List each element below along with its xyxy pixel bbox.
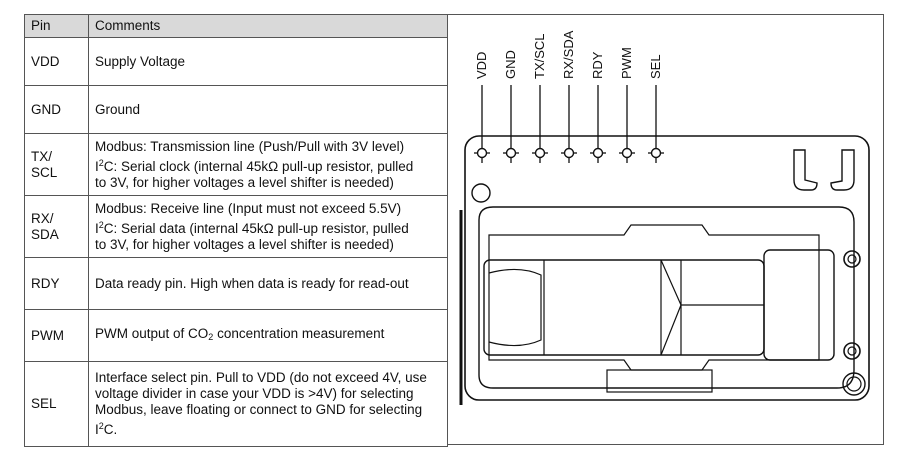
comment-text: C: Serial data (internal 45kΩ pull-up re… — [103, 220, 409, 236]
i2c-i: I — [95, 158, 99, 174]
pin-pad — [592, 147, 604, 159]
pin-label-tx-scl: TX/SCL — [532, 33, 547, 79]
pin-name-line: TX/ — [31, 148, 53, 164]
comment-text: C: Serial clock (internal 45kΩ pull-up r… — [103, 158, 414, 174]
comment-line-i2c: I2C. — [95, 418, 441, 438]
pin-labels: VDD GND TX/SCL RX/SDA RDY PWM SEL — [474, 30, 663, 79]
comment-line: voltage divider in case your VDD is >4V)… — [95, 386, 414, 401]
pin-comment: PWM output of CO2 concentration measurem… — [88, 309, 448, 362]
pin-comment: Modbus: Transmission line (Push/Pull wit… — [88, 133, 448, 196]
pin-name: RDY — [24, 257, 89, 310]
screw-top-inner — [847, 254, 857, 264]
optical-housing-outer — [478, 206, 855, 389]
pin-pad — [621, 147, 633, 159]
diagram-frame — [448, 14, 884, 445]
i2c-sup: 2 — [98, 421, 104, 431]
mounting-hole-top-left — [471, 183, 491, 203]
pin-label-rdy: RDY — [590, 51, 605, 79]
comment-line: to 3V, for higher voltages a level shift… — [95, 174, 394, 190]
pin-name: SEL — [24, 361, 89, 447]
comment-line: Modbus: Receive line (Input must not exc… — [95, 200, 402, 216]
pin-comment: Data ready pin. High when data is ready … — [88, 257, 448, 310]
optical-tube — [483, 259, 765, 356]
optical-housing-inner — [488, 224, 820, 371]
pin-comment: Ground — [88, 85, 448, 134]
pin-pad — [534, 147, 546, 159]
header-pin: Pin — [24, 14, 89, 38]
slot-left — [793, 149, 818, 191]
comment-line: Interface select pin. Pull to VDD (do no… — [95, 370, 427, 385]
pin-pad — [476, 147, 488, 159]
pin-name-line: RX/ — [31, 210, 54, 226]
pin-comment: Modbus: Receive line (Input must not exc… — [88, 195, 448, 258]
comment-line: to 3V, for higher voltages a level shift… — [95, 236, 394, 252]
table-row-tx-scl: TX/ SCL Modbus: Transmission line (Push/… — [24, 133, 448, 196]
pin-pad — [650, 147, 662, 159]
table-header-row: Pin Comments — [24, 14, 448, 38]
pin-name: PWM — [24, 309, 89, 362]
comment-text: PWM output of CO — [95, 326, 209, 341]
pcb-outline — [464, 135, 870, 401]
comment-line: Modbus, leave floating or connect to GND… — [95, 402, 423, 417]
pin-pad — [563, 147, 575, 159]
pin-label-vdd: VDD — [474, 52, 489, 79]
i2c-i: I — [95, 422, 99, 437]
table-row-gnd: GND Ground — [24, 85, 448, 134]
screw-bottom — [843, 342, 861, 360]
i2c-sup: 2 — [98, 157, 104, 168]
table-row-rx-sda: RX/ SDA Modbus: Receive line (Input must… — [24, 195, 448, 258]
table-row-rdy: RDY Data ready pin. High when data is re… — [24, 257, 448, 310]
pin-name: RX/ SDA — [24, 195, 89, 258]
co2-subscript: 2 — [208, 332, 214, 342]
screw-top — [843, 250, 861, 268]
slot-right — [830, 149, 855, 191]
comment-line: Modbus: Transmission line (Push/Pull wit… — [95, 138, 405, 154]
pin-comment: Supply Voltage — [88, 37, 448, 86]
i2c-i: I — [95, 220, 99, 236]
pin-label-pwm: PWM — [619, 47, 634, 79]
pin-pad — [505, 147, 517, 159]
pin-label-sel: SEL — [648, 54, 663, 79]
pin-comment: Interface select pin. Pull to VDD (do no… — [88, 361, 448, 447]
pin-name-line: SCL — [31, 164, 58, 180]
pin-label-rx-sda: RX/SDA — [561, 30, 576, 79]
pin-label-gnd: GND — [503, 50, 518, 79]
pin-header — [474, 85, 664, 163]
comment-text: C. — [103, 422, 118, 437]
sensor-diagram: VDD GND TX/SCL RX/SDA RDY PWM SEL — [459, 30, 870, 405]
table-row-vdd: VDD Supply Voltage — [24, 37, 448, 86]
pin-name: TX/ SCL — [24, 133, 89, 196]
header-comments: Comments — [88, 14, 448, 38]
pin-name: GND — [24, 85, 89, 134]
comment-line-i2c: I2C: Serial clock (internal 45kΩ pull-up… — [95, 155, 441, 175]
comment-line-i2c: I2C: Serial data (internal 45kΩ pull-up … — [95, 217, 441, 237]
mounting-hole-inner — [846, 376, 862, 392]
table-row-sel: SEL Interface select pin. Pull to VDD (d… — [24, 361, 448, 447]
tube-divider — [660, 259, 764, 356]
detector-block — [763, 249, 835, 361]
i2c-sup: 2 — [98, 219, 104, 230]
pin-name: VDD — [24, 37, 89, 86]
screw-bottom-inner — [847, 346, 857, 356]
table-row-pwm: PWM PWM output of CO2 concentration meas… — [24, 309, 448, 362]
lamp-end — [488, 268, 542, 347]
pin-name-line: SDA — [31, 226, 59, 242]
comment-text: concentration measurement — [213, 326, 385, 341]
pin-table: Pin Comments VDD Supply Voltage GND Grou… — [24, 14, 448, 447]
bottom-notch — [606, 369, 713, 393]
